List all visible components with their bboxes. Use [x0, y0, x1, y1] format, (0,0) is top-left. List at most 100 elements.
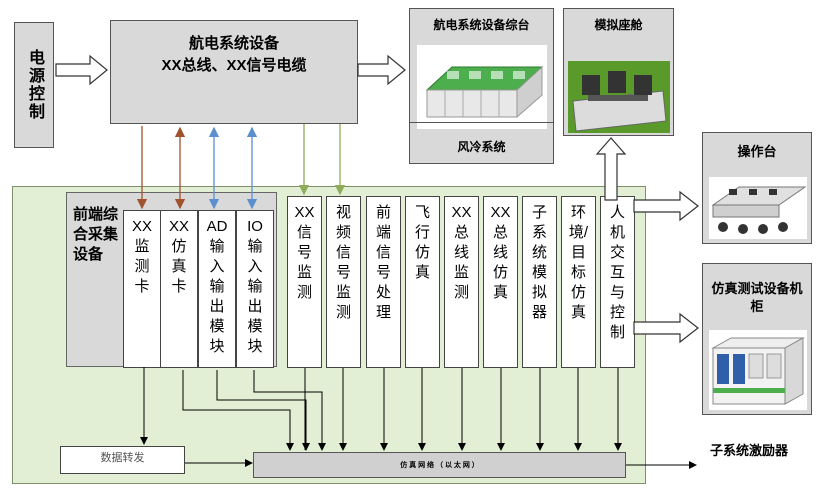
function-column-text: 拟 — [531, 284, 547, 301]
function-column-text: 信 — [375, 244, 391, 261]
rig-illustration — [425, 65, 544, 119]
function-column-text: 人 — [609, 204, 625, 221]
function-column-text: 制 — [609, 324, 625, 341]
function-column-text: 模 — [531, 264, 547, 281]
console-box: 操作台 — [702, 132, 812, 244]
cockpit-box: 模拟座舱 — [563, 8, 674, 136]
function-column-text: 行 — [414, 224, 430, 241]
function-column-text: 飞 — [414, 204, 430, 221]
function-column-text: 真 — [492, 284, 508, 301]
avionics-rig-image — [417, 45, 547, 129]
function-column-text: 互 — [609, 264, 625, 281]
function-column-text: 处 — [375, 284, 391, 301]
function-column-text: 真 — [414, 264, 430, 281]
block-arrows — [55, 54, 699, 344]
power-control-label: 电源控制 — [26, 49, 43, 121]
module-card-text: 卡 — [171, 278, 187, 295]
arrow-power-to-avionics — [55, 54, 108, 86]
module-card-text: 输 — [209, 278, 225, 295]
function-column-text: XX — [451, 204, 472, 221]
module-card-text: 输 — [247, 238, 263, 255]
function-column-2: 视频信号监测 — [326, 196, 361, 368]
test-cabinet-image — [709, 330, 807, 410]
function-column-text: 测 — [335, 304, 351, 321]
function-column-text: 标 — [570, 264, 586, 281]
console-title: 操作台 — [737, 144, 777, 159]
module-card-text: 输 — [247, 278, 263, 295]
module-card-text: 出 — [209, 298, 225, 315]
function-column-text: 总 — [492, 224, 508, 241]
stimulator-box: 子系统激励器 — [702, 436, 812, 494]
avionics-title: 航电系统设备 — [188, 35, 279, 52]
data-forward-box: 数据转发 — [60, 446, 185, 474]
function-column-9: 人机交互与控制 — [600, 196, 635, 368]
function-column-4: 飞行仿真 — [405, 196, 440, 368]
module2-to-bus — [182, 370, 294, 451]
function-column-text: 端 — [375, 224, 391, 241]
console-illustration — [711, 186, 807, 234]
function-column-text: 子 — [531, 204, 547, 221]
avionics-subtitle: XX总线、XX信号电缆 — [161, 57, 307, 74]
function-column-text: 交 — [609, 244, 625, 261]
stimulator-title: 子系统激励器 — [710, 443, 789, 458]
avionics-rig-box: 航电系统设备综台 风冷系统 — [409, 8, 554, 164]
function-column-text: 统 — [531, 244, 547, 261]
function-column-text: 机 — [609, 224, 625, 241]
cockpit-title: 模拟座舱 — [594, 18, 643, 32]
function-column-text: 境/ — [568, 224, 589, 241]
power-control-box: 电源控制 — [14, 22, 54, 148]
cockpit-image — [568, 61, 670, 133]
avionics-rig-title: 航电系统设备综台 — [433, 18, 530, 32]
module-card-text: 模 — [209, 318, 225, 335]
function-column-text: 号 — [335, 264, 351, 281]
data-forward-label: 数据转发 — [100, 452, 145, 464]
function-column-text: 环 — [570, 204, 586, 221]
module-card-text: XX — [168, 218, 189, 235]
function-column-text: 频 — [335, 224, 351, 241]
function-column-text: 与 — [609, 284, 625, 301]
module-card-text: 仿 — [171, 238, 187, 255]
function-column-text: 控 — [609, 304, 625, 321]
arrow-avionics-to-rig — [357, 54, 406, 86]
sim-network-bus: 仿 真 网 络 （ 以 太 网 ） — [253, 452, 626, 478]
module-card-text: 模 — [247, 318, 263, 335]
function-column-text: 信 — [335, 244, 351, 261]
function-column-text: 理 — [375, 304, 391, 321]
function-column-text: 目 — [570, 244, 586, 261]
module-card-text: 出 — [247, 298, 263, 315]
function-column-text: XX — [490, 204, 511, 221]
function-column-text: 号 — [296, 244, 312, 261]
function-column-text: 真 — [570, 304, 586, 321]
function-column-text: 线 — [492, 244, 508, 261]
module-card-text: 入 — [209, 258, 225, 275]
function-column-7: 子系统模拟器 — [522, 196, 557, 368]
module-card-text: 卡 — [134, 278, 150, 295]
module-card-text: 测 — [134, 258, 150, 275]
sim-network-label: 仿 真 网 络 （ 以 太 网 ） — [400, 462, 479, 469]
module-card-text: 块 — [209, 338, 225, 355]
function-column-text: 前 — [375, 204, 391, 221]
arrow-to-cabinet — [633, 312, 699, 344]
function-column-text: 监 — [453, 264, 469, 281]
console-image — [709, 177, 807, 239]
function-column-text: 器 — [531, 304, 547, 321]
air-cooling-label: 风冷系统 — [457, 140, 506, 154]
arrow-up-to-cockpit — [595, 137, 627, 201]
function-column-text: 系 — [531, 224, 547, 241]
module3-to-bus — [216, 370, 310, 451]
function-column-text: 线 — [453, 244, 469, 261]
arrow-to-console — [633, 190, 699, 222]
function-column-text: 测 — [453, 284, 469, 301]
module-card-text: XX — [131, 218, 152, 235]
module4-to-bus — [253, 370, 326, 451]
module-card-text: IO — [247, 218, 263, 235]
rig-divider — [409, 122, 554, 123]
function-column-3: 前端信号处理 — [366, 196, 401, 368]
